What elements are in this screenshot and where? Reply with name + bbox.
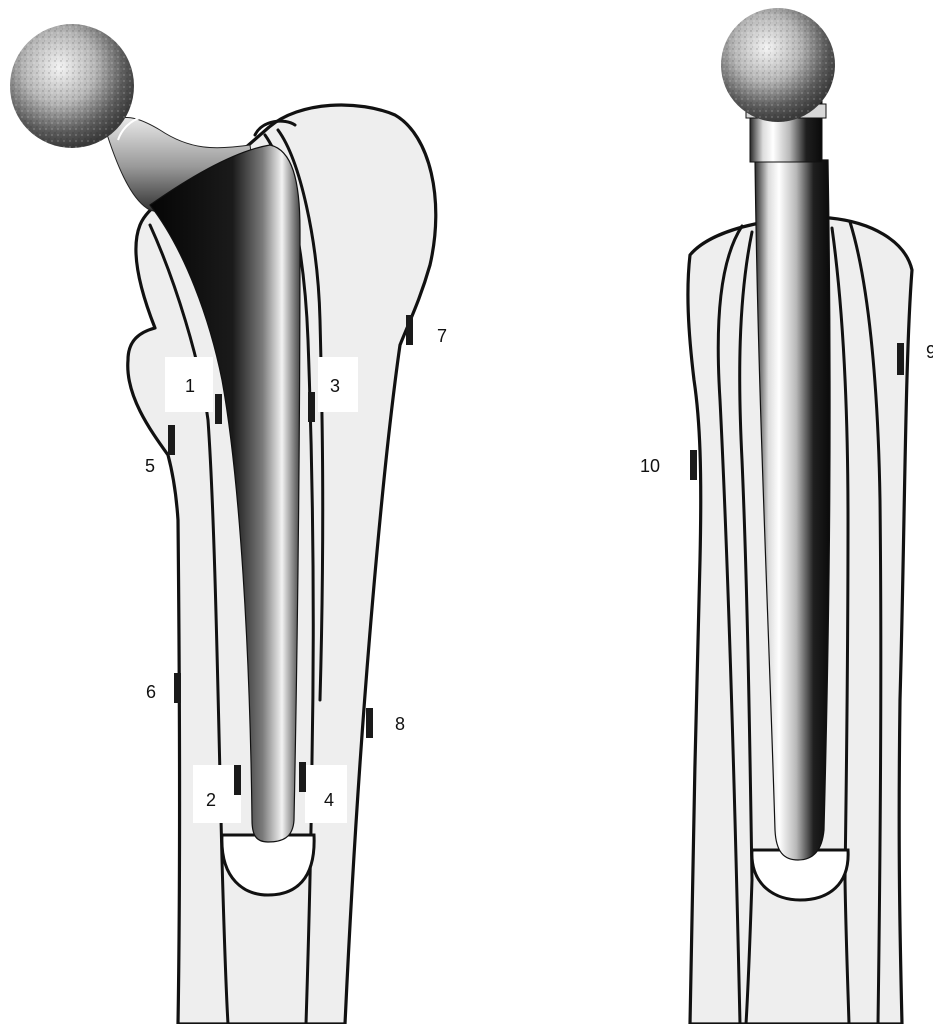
gauge-number-7: 7 <box>437 326 447 346</box>
gauge-number-1: 1 <box>185 376 195 396</box>
strain-gauge-2 <box>234 765 241 795</box>
strain-gauge-6 <box>174 673 181 703</box>
strain-gauge-10 <box>690 450 697 480</box>
gauge-number-10: 10 <box>640 456 660 476</box>
strain-gauge-1 <box>215 394 222 424</box>
gauge-number-3: 3 <box>330 376 340 396</box>
ap-femoral-head-texture <box>10 24 134 148</box>
ap-view: 1 2 3 4 5 6 7 8 <box>10 24 447 1024</box>
gauge-number-2: 2 <box>206 790 216 810</box>
gauge-number-6: 6 <box>146 682 156 702</box>
gauge-number-9: 9 <box>926 342 933 362</box>
gauge-label-bg-2 <box>193 765 241 823</box>
strain-gauge-4 <box>299 762 306 792</box>
gauge-number-4: 4 <box>324 790 334 810</box>
strain-gauge-3 <box>308 392 315 422</box>
strain-gauge-8 <box>366 708 373 738</box>
gauge-number-5: 5 <box>145 456 155 476</box>
strain-gauge-9 <box>897 343 904 375</box>
lat-femoral-head-texture <box>721 8 835 122</box>
strain-gauge-5 <box>168 425 175 455</box>
strain-gauge-7 <box>406 315 413 345</box>
gauge-number-8: 8 <box>395 714 405 734</box>
lateral-view: 9 10 <box>640 8 933 1024</box>
